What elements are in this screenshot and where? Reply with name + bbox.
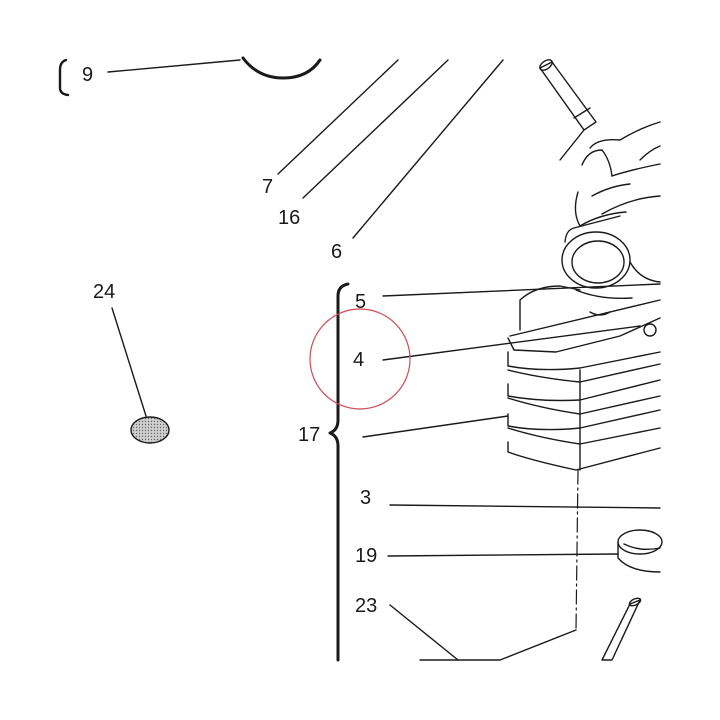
leader-6: [352, 59, 504, 239]
centerline: [575, 469, 579, 631]
callout-16: 16: [278, 207, 301, 229]
callout-19: 19: [355, 545, 378, 567]
leader-7: [277, 59, 399, 175]
leader-19: [387, 553, 619, 557]
leader-9: [107, 59, 241, 73]
bracket-9: [58, 58, 70, 97]
callout-6: 6: [331, 241, 343, 263]
leader-24: [111, 307, 147, 417]
leader-5: [382, 283, 661, 297]
leader-16: [302, 59, 449, 199]
callout-9: 9: [82, 64, 94, 86]
leader-3: [389, 504, 661, 509]
leader-23: [389, 604, 459, 661]
callout-24: 24: [93, 281, 116, 303]
leader-17: [362, 415, 509, 438]
leader-4: [382, 325, 641, 361]
callout-7: 7: [262, 176, 274, 198]
seal-ring-19: [617, 529, 663, 573]
group-bracket: [328, 282, 350, 662]
cylinder-head-housing: [561, 121, 661, 300]
callout-17: 17: [298, 424, 321, 446]
callout-23: 23: [355, 595, 378, 617]
highlight-circle: [309, 308, 411, 410]
callout-3: 3: [360, 487, 372, 509]
callout-5: 5: [355, 291, 367, 313]
cylinder-block: [507, 285, 661, 471]
callout-4: 4: [353, 349, 365, 371]
disc-part-24: [130, 416, 170, 444]
ring-part-9: [241, 56, 322, 80]
valve-stem: [601, 597, 642, 661]
pin-part: [539, 59, 597, 161]
lower-housing-edge: [419, 629, 577, 661]
